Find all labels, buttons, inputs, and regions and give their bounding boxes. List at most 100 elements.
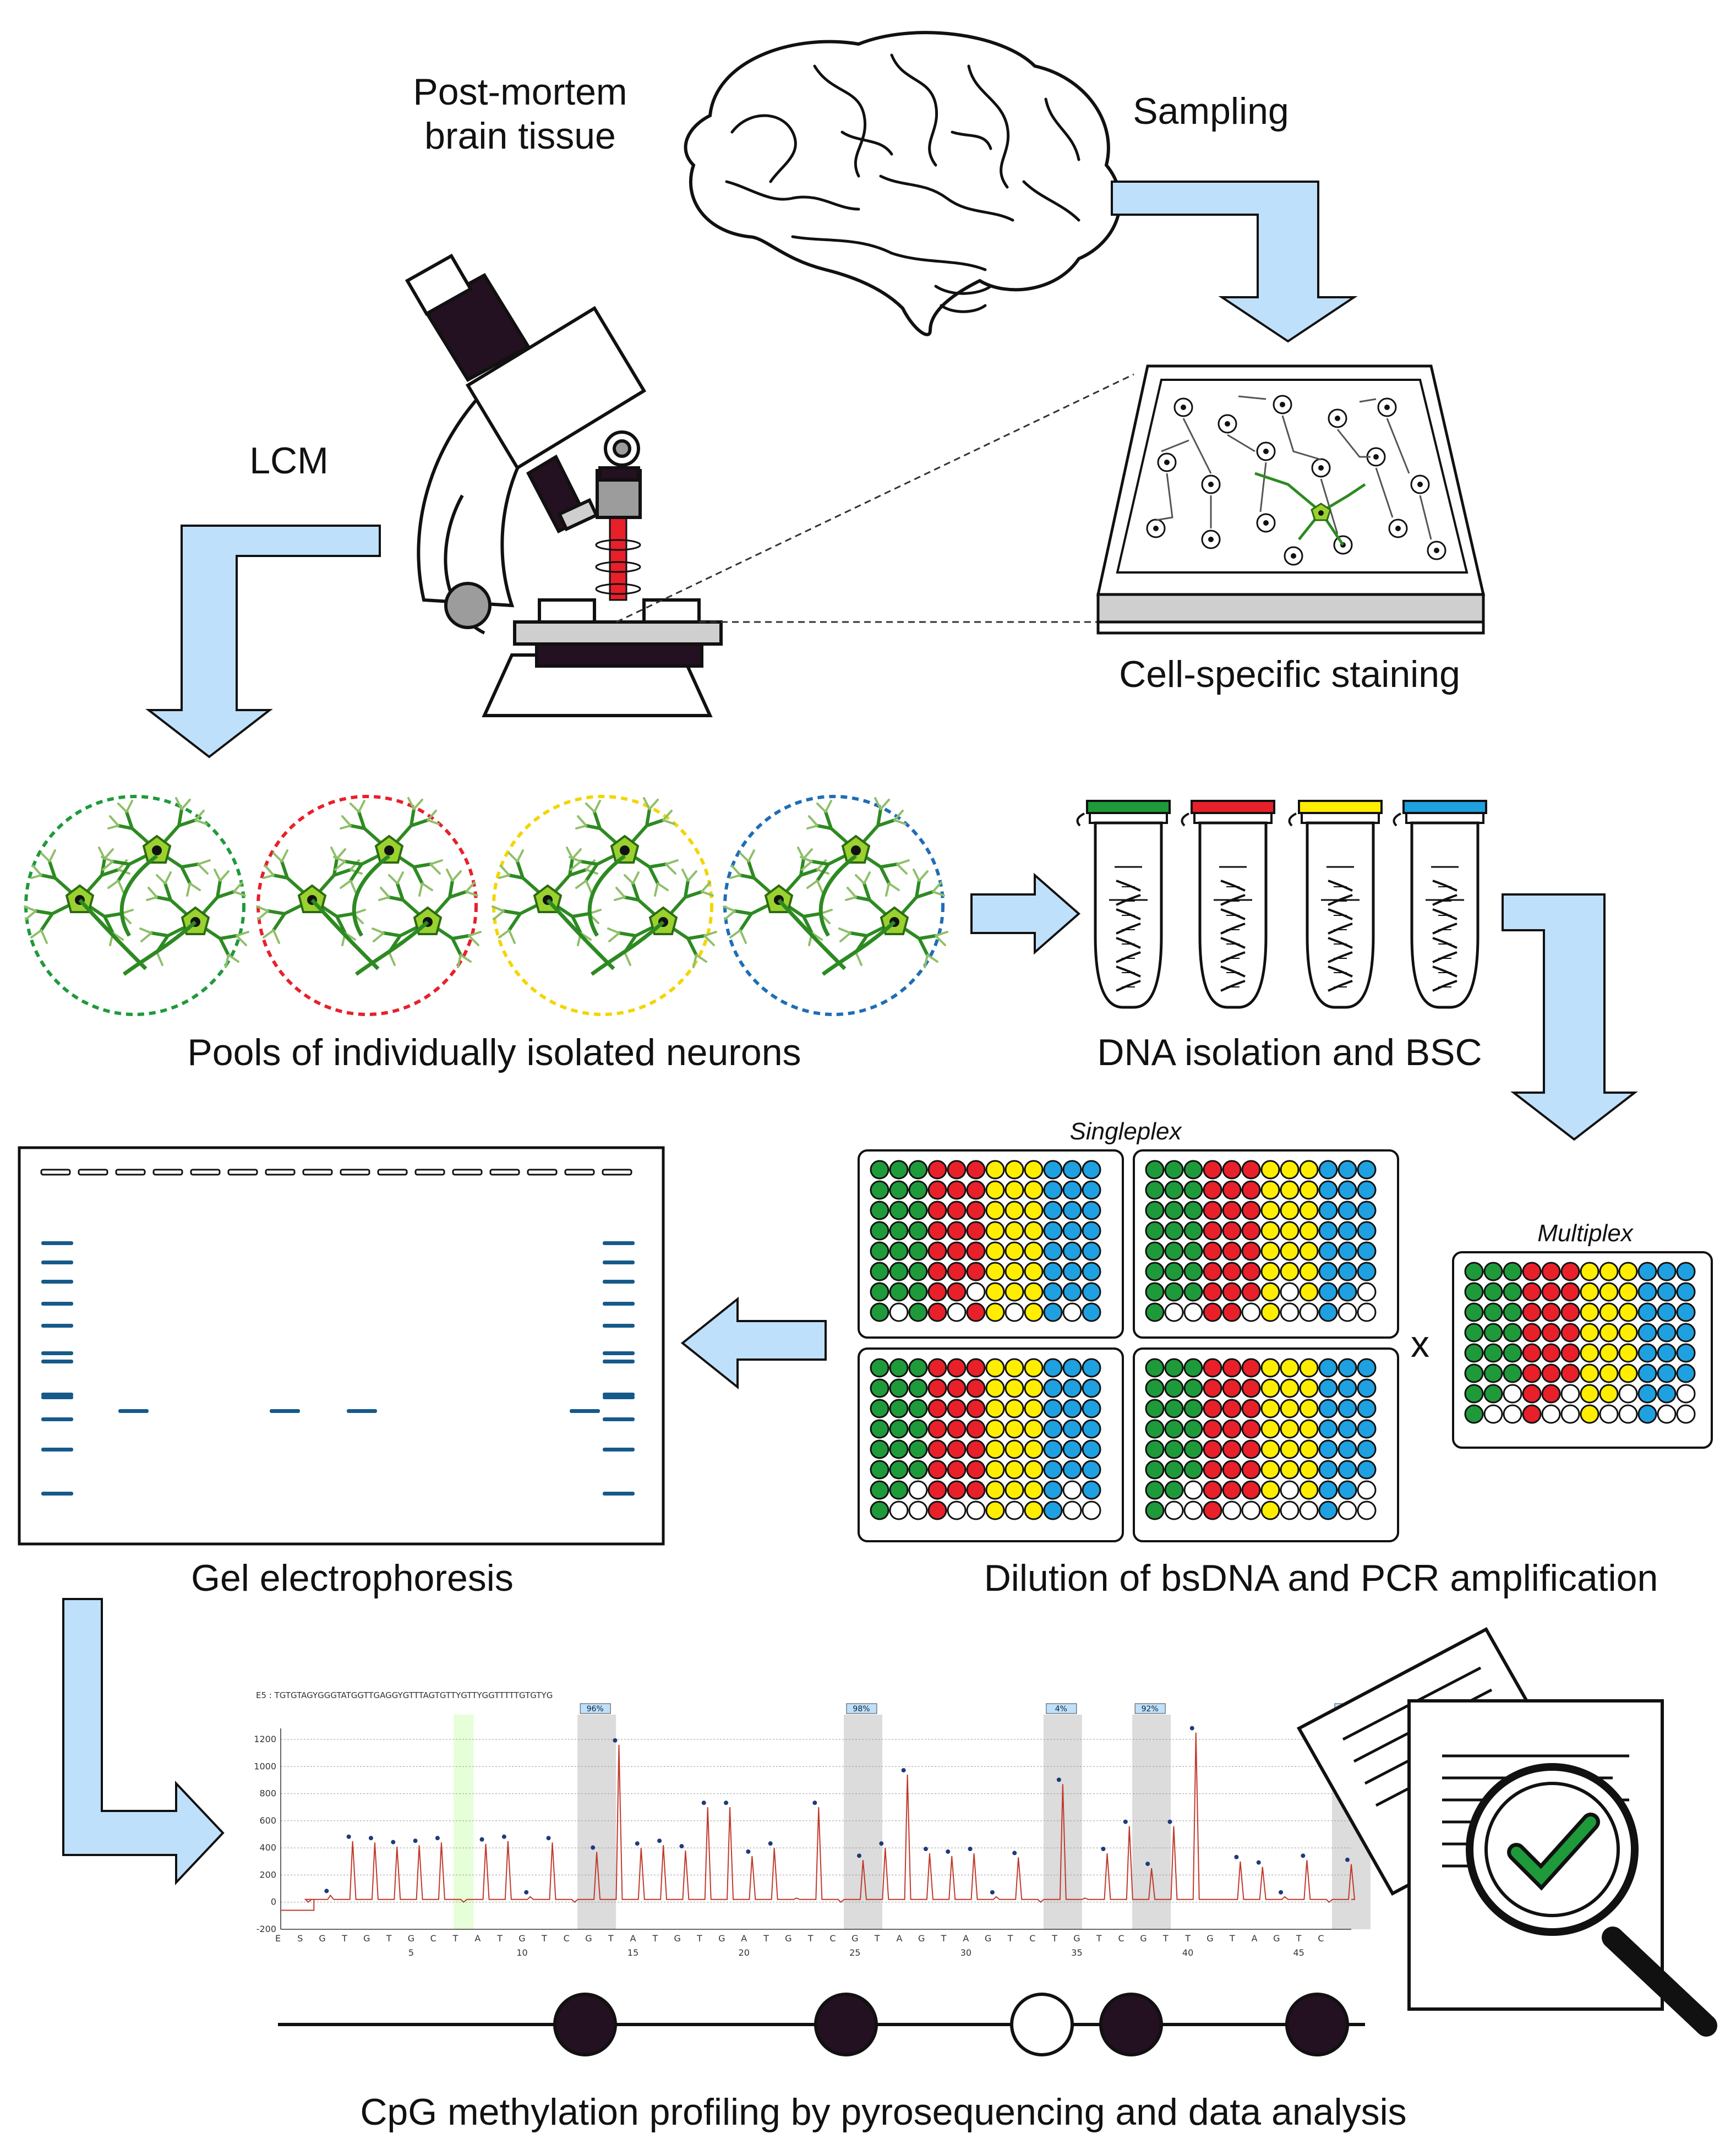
peak-marker	[1056, 1777, 1061, 1782]
dispensation-label: T	[1162, 1933, 1169, 1944]
singleplex-label: Singleplex	[1069, 1118, 1182, 1145]
y-tick-label: 0	[271, 1897, 276, 1907]
well	[1657, 1363, 1677, 1383]
well	[1618, 1384, 1638, 1404]
well	[966, 1399, 986, 1418]
well	[889, 1221, 909, 1241]
well	[1299, 1358, 1319, 1378]
lcm-arrow	[145, 525, 381, 759]
peak-marker	[990, 1890, 995, 1895]
well	[927, 1378, 947, 1398]
well	[1203, 1378, 1222, 1398]
well	[1280, 1262, 1300, 1281]
peak-marker	[635, 1841, 640, 1846]
well	[947, 1262, 967, 1281]
well	[870, 1419, 889, 1439]
gel-label: Gel electrophoresis	[191, 1557, 514, 1599]
peak-marker	[524, 1890, 529, 1895]
well	[1580, 1282, 1599, 1302]
well	[947, 1480, 967, 1500]
well	[1183, 1439, 1203, 1459]
well	[1338, 1439, 1357, 1459]
well	[1183, 1221, 1203, 1241]
dispensation-label: G	[785, 1933, 791, 1944]
cpg-pct-label: 96%	[587, 1705, 604, 1714]
well	[1145, 1221, 1165, 1241]
y-tick-label: -200	[256, 1924, 276, 1934]
well	[1503, 1302, 1522, 1322]
well	[908, 1302, 928, 1322]
well	[1145, 1419, 1165, 1439]
well	[1560, 1404, 1580, 1424]
well	[1222, 1180, 1242, 1200]
well	[985, 1201, 1005, 1220]
dispensation-label: G	[1140, 1933, 1147, 1944]
peak-marker	[1189, 1726, 1194, 1731]
well	[1318, 1500, 1338, 1520]
well	[870, 1439, 889, 1459]
gel-well	[602, 1169, 632, 1176]
well	[889, 1460, 909, 1480]
sample-band-lane-3	[118, 1409, 149, 1413]
dispensation-label: T	[696, 1933, 702, 1944]
well	[1618, 1404, 1638, 1424]
well	[1280, 1500, 1300, 1520]
well	[947, 1221, 967, 1241]
well	[1005, 1241, 1024, 1261]
well	[1657, 1282, 1677, 1302]
well	[1203, 1262, 1222, 1281]
microscope-illustration	[405, 253, 723, 717]
peak-marker	[968, 1847, 973, 1851]
well	[1599, 1302, 1619, 1322]
cpg-methylated-dot	[814, 1993, 878, 2056]
dispensation-label: C	[564, 1933, 570, 1944]
well	[1260, 1302, 1280, 1322]
well	[927, 1201, 947, 1220]
well	[1203, 1399, 1222, 1418]
well	[870, 1358, 889, 1378]
well	[1503, 1323, 1522, 1343]
well	[1241, 1302, 1261, 1322]
well	[1183, 1302, 1203, 1322]
well	[1599, 1323, 1619, 1343]
well	[1203, 1221, 1222, 1241]
well	[889, 1241, 909, 1261]
well	[1318, 1358, 1338, 1378]
well	[966, 1302, 986, 1322]
dispensation-label: T	[652, 1933, 658, 1944]
well	[1280, 1241, 1300, 1261]
well	[1676, 1302, 1696, 1322]
well	[1024, 1262, 1044, 1281]
well	[1203, 1480, 1222, 1500]
well	[1637, 1262, 1657, 1281]
cpg-methylated-dot	[1099, 1993, 1163, 2056]
well	[1318, 1439, 1338, 1459]
well	[1357, 1201, 1377, 1220]
well	[1145, 1282, 1165, 1302]
well	[1299, 1419, 1319, 1439]
well	[927, 1302, 947, 1322]
tube-set	[1076, 800, 1487, 1009]
well	[1145, 1180, 1165, 1200]
well	[1183, 1460, 1203, 1480]
well	[927, 1480, 947, 1500]
peak-marker	[812, 1800, 817, 1805]
well	[985, 1241, 1005, 1261]
well	[1483, 1262, 1503, 1281]
dispensation-label: C	[1118, 1933, 1124, 1944]
well	[1483, 1343, 1503, 1363]
dispensation-label: T	[763, 1933, 769, 1944]
well	[1043, 1460, 1063, 1480]
x-tick-label: 15	[627, 1947, 638, 1958]
peak-marker	[1101, 1847, 1106, 1851]
dispensation-label: S	[297, 1933, 303, 1944]
well	[870, 1262, 889, 1281]
dispensation-label: T	[1051, 1933, 1057, 1944]
well	[1618, 1282, 1638, 1302]
well	[1005, 1180, 1024, 1200]
well	[1260, 1221, 1280, 1241]
well	[889, 1180, 909, 1200]
peak-marker	[1167, 1819, 1172, 1824]
well	[1522, 1404, 1542, 1424]
well	[1043, 1221, 1063, 1241]
